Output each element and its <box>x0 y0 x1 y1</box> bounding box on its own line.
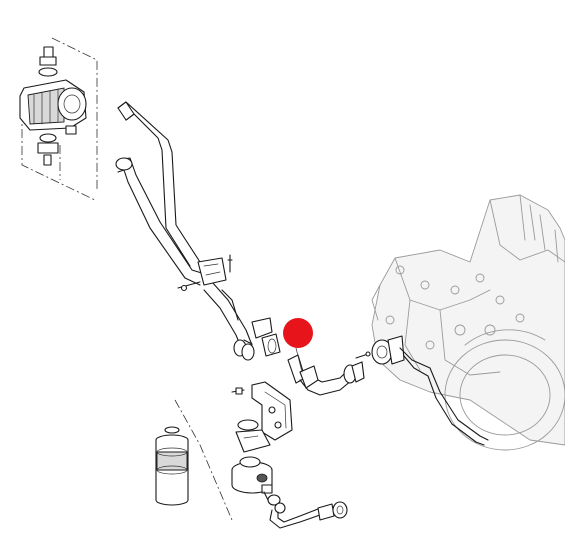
pipe-clamp-bracket <box>177 254 233 292</box>
hose-fitting <box>233 317 281 361</box>
filter-head <box>231 419 273 494</box>
hydraulic-pump <box>19 37 98 201</box>
selected-part-marker[interactable] <box>283 318 313 348</box>
leader-line <box>295 347 303 373</box>
return-line <box>263 491 348 529</box>
suction-pipe <box>115 101 253 351</box>
elbow-hose <box>287 351 371 396</box>
filter-cartridge <box>155 399 233 521</box>
housing-port <box>371 335 489 446</box>
filter-bracket <box>231 381 293 441</box>
transmission-housing <box>371 194 565 451</box>
